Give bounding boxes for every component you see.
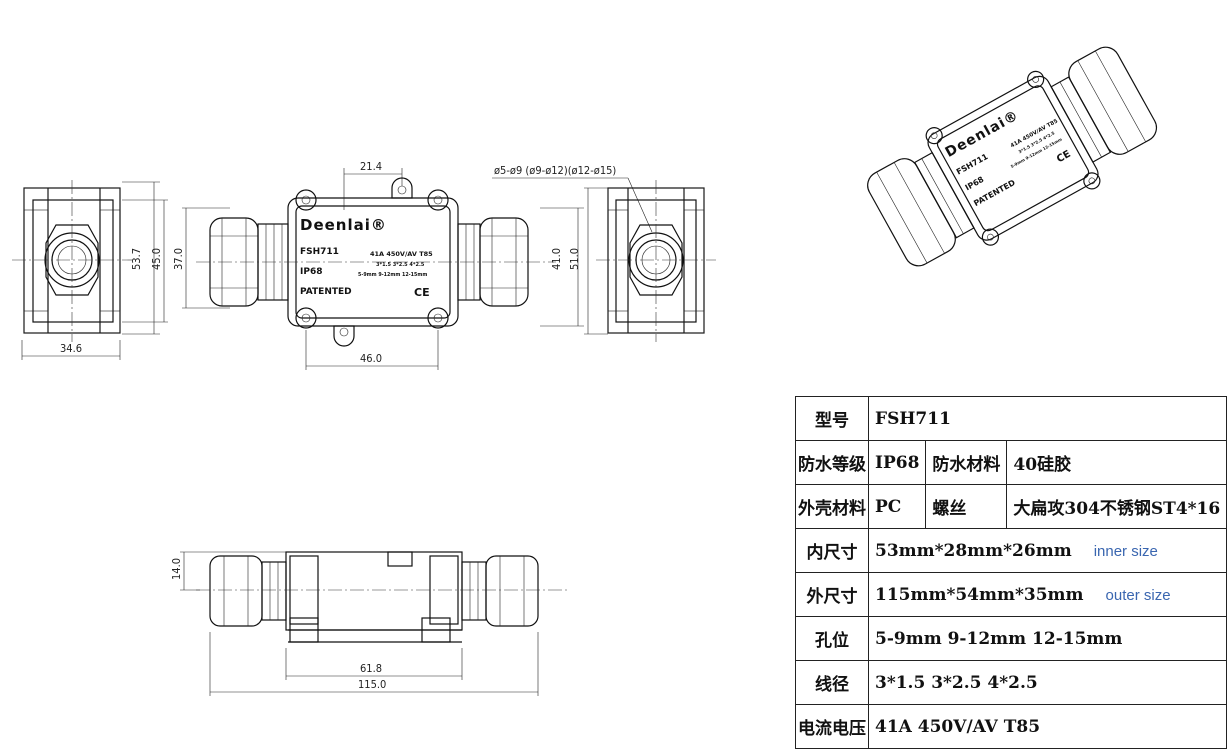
cell-outer-size: 115mm*54mm*35mm outer size <box>867 572 1227 617</box>
label-model: FSH711 <box>300 247 339 257</box>
dim-41-0: 41.0 <box>550 248 563 270</box>
label-ranges: 5-9mm 9-12mm 12-15mm <box>358 272 427 278</box>
outer-size-note: outer size <box>1105 586 1171 604</box>
table-row: 电流电压 41A 450V/AV T85 <box>795 704 1227 749</box>
dim-21-4: 21.4 <box>360 160 382 173</box>
iso-label-ip: IP68 <box>964 175 986 193</box>
cell-inner-size: 53mm*28mm*26mm inner size <box>867 528 1227 573</box>
cell-header-hole-range: 孔位 <box>795 616 869 661</box>
left-end-view: 34.6 53.7 45.0 <box>12 180 168 360</box>
table-row: 型号 FSH711 <box>795 396 1227 441</box>
cell-hole-range: 5-9mm 9-12mm 12-15mm <box>867 616 1227 661</box>
spec-table: 型号 FSH711 防水等级 IP68 防水材料 40硅胶 外壳材料 PC 螺丝… <box>795 396 1227 749</box>
cell-shell-material: PC <box>867 484 927 529</box>
table-row: 外壳材料 PC 螺丝 大扁攻304不锈钢ST4*16 <box>795 484 1227 529</box>
cell-header-shell-material: 外壳材料 <box>795 484 869 529</box>
dim-51-0: 51.0 <box>568 248 581 270</box>
table-row: 内尺寸 53mm*28mm*26mm inner size <box>795 528 1227 573</box>
cell-current-voltage: 41A 450V/AV T85 <box>867 704 1227 749</box>
cell-header-outer-size: 外尺寸 <box>795 572 869 617</box>
dim-hole-range: ø5-ø9 (ø9-ø12)(ø12-ø15) <box>494 164 616 177</box>
cell-header-current-voltage: 电流电压 <box>795 704 869 749</box>
label-patented: PATENTED <box>300 287 352 297</box>
table-row: 外尺寸 115mm*54mm*35mm outer size <box>795 572 1227 617</box>
table-row: 防水等级 IP68 防水材料 40硅胶 <box>795 440 1227 485</box>
cell-header-inner-size: 内尺寸 <box>795 528 869 573</box>
iso-label-ce: CE <box>1055 149 1073 166</box>
inner-size-note: inner size <box>1093 542 1158 560</box>
cell-header-seal-material: 防水材料 <box>925 440 1008 485</box>
isometric-view: Deenlai® FSH711 41A 450V/AV T85 3*1.5 3*… <box>867 46 1158 267</box>
table-row: 线径 3*1.5 3*2.5 4*2.5 <box>795 660 1227 705</box>
dim-14-0: 14.0 <box>170 558 183 580</box>
cell-header-wire-gauge: 线径 <box>795 660 869 705</box>
dim-45-0: 45.0 <box>150 248 163 270</box>
label-wires: 3*1.5 3*2.5 4*2.5 <box>376 262 425 268</box>
dim-61-8: 61.8 <box>360 662 382 675</box>
table-row: 孔位 5-9mm 9-12mm 12-15mm <box>795 616 1227 661</box>
cell-screw: 大扁攻304不锈钢ST4*16 <box>1006 484 1227 529</box>
cell-header-model: 型号 <box>795 396 869 441</box>
dim-37-0: 37.0 <box>172 248 185 270</box>
cell-seal-material: 40硅胶 <box>1006 440 1227 485</box>
right-end-view: 51.0 <box>568 180 716 342</box>
cell-header-screw: 螺丝 <box>925 484 1008 529</box>
label-rating: 41A 450V/AV T85 <box>370 250 433 258</box>
dim-115-0: 115.0 <box>358 678 386 691</box>
side-view: 14.0 61.8 115.0 <box>170 551 570 696</box>
front-top-view: Deenlai® FSH711 41A 450V/AV T85 3*1.5 3*… <box>172 160 653 370</box>
dim-34-6: 34.6 <box>60 342 82 355</box>
cell-ip-rating: IP68 <box>867 440 927 485</box>
label-ce: CE <box>414 286 430 299</box>
dim-46-0: 46.0 <box>360 352 382 365</box>
label-ip: IP68 <box>300 267 322 277</box>
dim-53-7: 53.7 <box>130 248 143 270</box>
label-brand: Deenlai® <box>300 216 387 234</box>
cell-wire-gauge: 3*1.5 3*2.5 4*2.5 <box>867 660 1227 705</box>
outer-size-value: 115mm*54mm*35mm <box>875 584 1084 605</box>
cell-header-ip-rating: 防水等级 <box>795 440 869 485</box>
cell-model: FSH711 <box>867 396 1227 441</box>
inner-size-value: 53mm*28mm*26mm <box>875 540 1072 561</box>
